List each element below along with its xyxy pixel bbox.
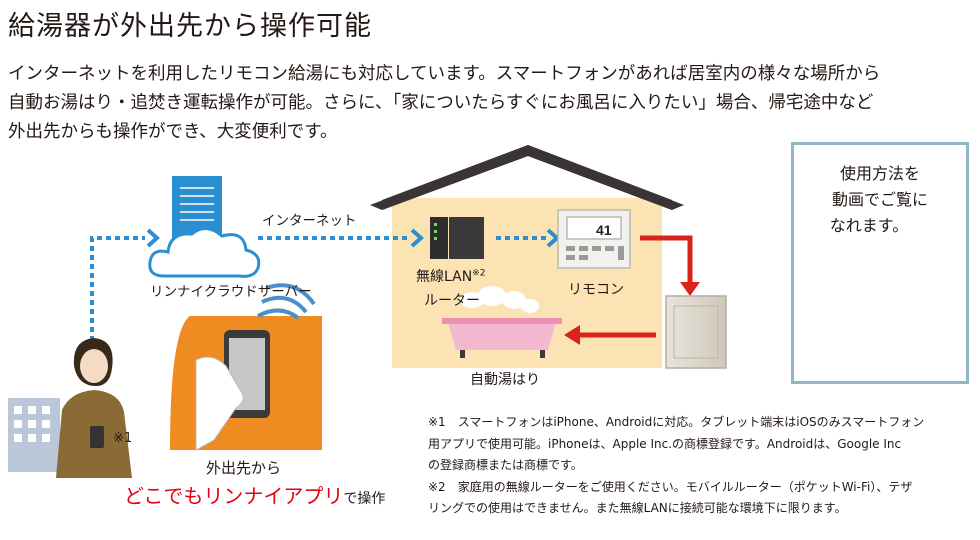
page-title: 給湯器が外出先から操作可能 [8, 11, 372, 42]
arrowhead-remote [546, 228, 561, 248]
remote-display-value: 41 [596, 222, 612, 238]
qr-caption-line: 使用方法を [839, 164, 920, 183]
footnote-line: リングでの使用はできません。また無線LANに接続可能な環境下に限ります。 [428, 501, 847, 515]
app-operation-label: どこでもリンナイアプリで操作 [124, 480, 385, 509]
internet-label: インターネット [262, 213, 357, 229]
footnote-line: 用アプリで使用可能。iPhoneは、Apple Inc.の商標登録です。Andr… [428, 436, 902, 451]
qr-caption-line: なれます。 [829, 216, 909, 235]
network-arrows [90, 236, 546, 350]
lead-paragraph: インターネットを利用したリモコン給湯にも対応しています。スマートフォンがあれば居… [8, 60, 978, 147]
phone-to-cloud-line [90, 236, 145, 350]
footnote-line: ※2 家庭用の無線ルーターをご使用ください。モバイルルーター（ポケットWi-Fi… [428, 479, 913, 494]
qr-video-box: 使用方法を 動画でご覧に なれます。 [791, 142, 969, 384]
qr-caption-line: 動画でご覧に [831, 190, 928, 209]
arrowhead-router [410, 228, 425, 248]
router-icon [430, 217, 484, 259]
footnote-line: ※1 スマートフォンはiPhone、Androidに対応。タブレット端末はiOS… [428, 415, 925, 429]
app-name: どこでもリンナイアプリ [124, 484, 344, 508]
bathtub-icon [442, 286, 562, 358]
lead-line: 自動お湯はり・追焚き運転操作が可能。さらに、「家についたらすぐにお風呂に入りたい… [8, 93, 874, 113]
heat-flow-arrows [564, 235, 700, 345]
router-note-mark: ※2 [472, 268, 486, 279]
router-label-2: ルーター [424, 293, 480, 309]
outside-label: 外出先から [206, 459, 282, 477]
bath-label: 自動湯はり [470, 372, 540, 388]
phone-panel [170, 283, 322, 451]
cloud-server-label: リンナイクラウドサーバー [150, 284, 312, 300]
cloud-server-icon [148, 176, 261, 278]
person-illustration [8, 338, 132, 478]
footnote-line: の登録商標または商標です。 [428, 458, 583, 472]
phone-note-mark: ※1 [113, 431, 133, 446]
lead-line: インターネットを利用したリモコン給湯にも対応しています。スマートフォンがあれば居… [8, 64, 881, 84]
router-label: 無線LAN※2 [416, 266, 485, 286]
arrowhead-cloud [146, 228, 161, 248]
app-suffix: で操作 [343, 491, 386, 507]
remote-to-heater-arrow [640, 235, 693, 284]
footnotes: ※1 スマートフォンはiPhone、Androidに対応。タブレット端末はiOS… [428, 412, 978, 520]
remote-label: リモコン [568, 282, 624, 298]
remote-control-icon: 41 [557, 209, 631, 269]
lead-line: 外出先からも操作ができ、大変便利です。 [8, 122, 338, 142]
water-heater-icon [665, 295, 727, 369]
router-label-text: 無線LAN [416, 269, 473, 285]
qr-caption: 使用方法を 動画でご覧に なれます。 [794, 161, 966, 239]
